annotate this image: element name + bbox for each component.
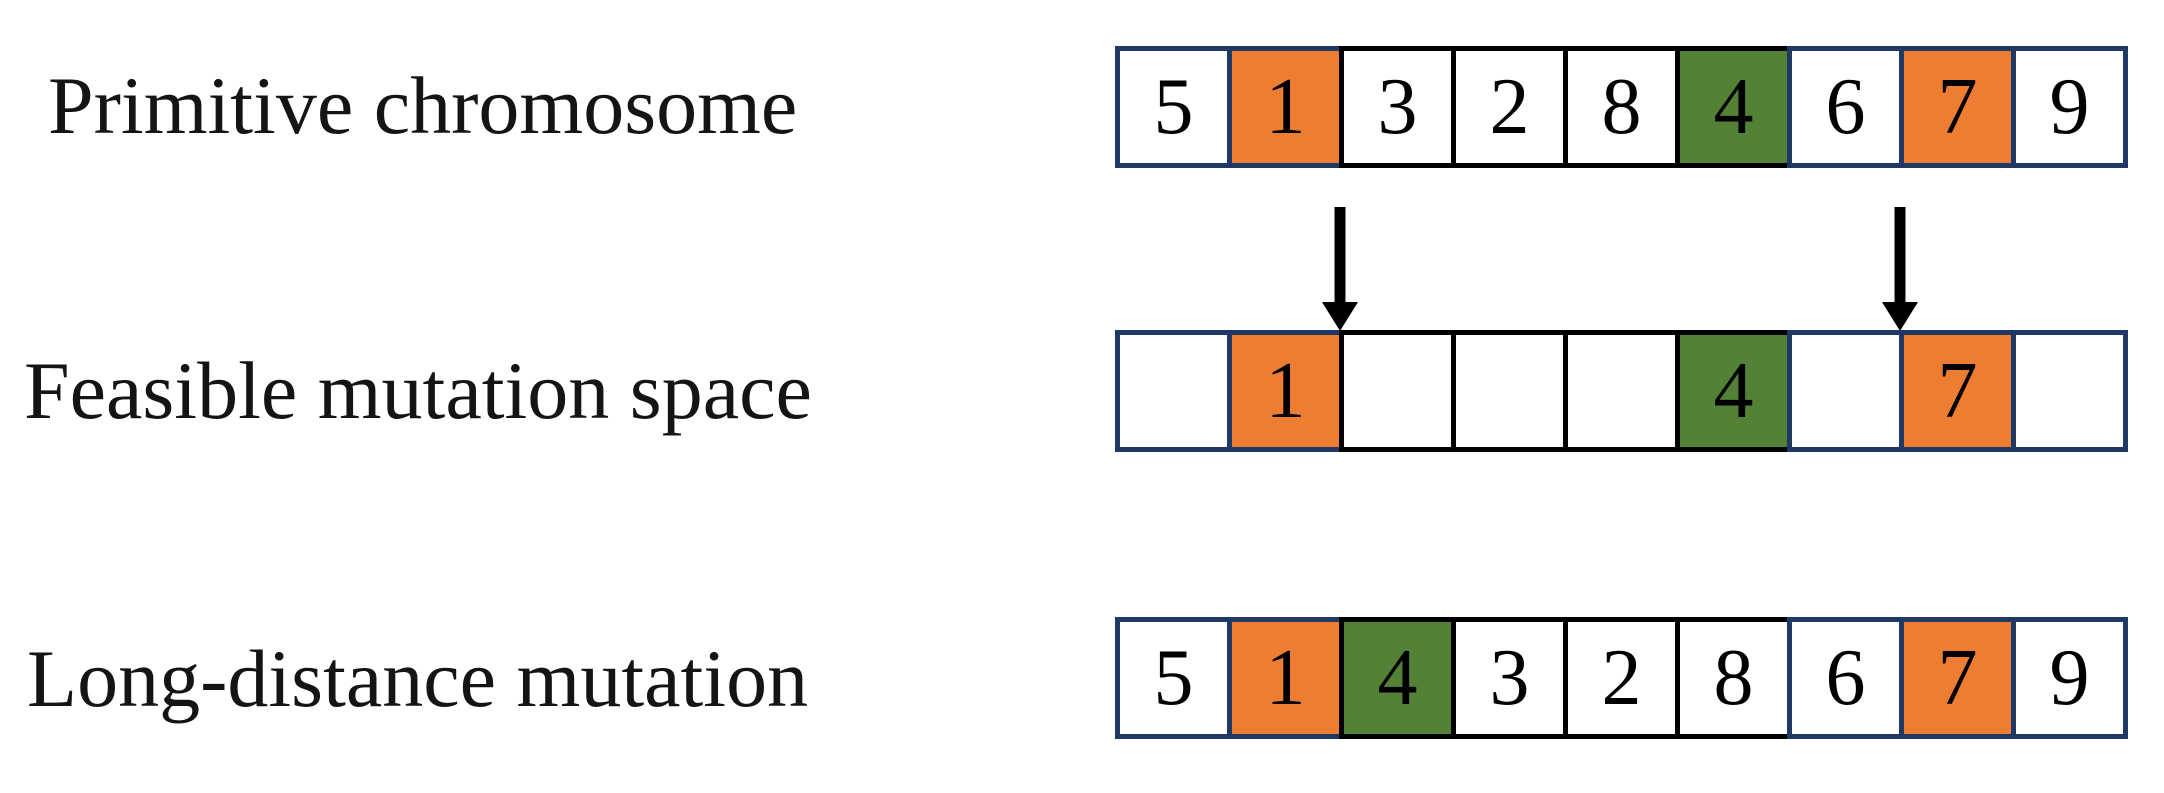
gene-cell: 6: [1787, 46, 1904, 168]
primitive-chromosome-row: 5 1 3 2 8 4 6 7 9: [1115, 46, 2128, 168]
gene-cell: 4: [1339, 617, 1456, 739]
gene-cell: [1451, 330, 1568, 452]
gene-cell: 7: [1899, 330, 2016, 452]
long-distance-mutation-row: 5 1 4 3 2 8 6 7 9: [1115, 617, 2128, 739]
label-long-distance-mutation: Long-distance mutation: [27, 633, 809, 724]
gene-cell: 1: [1227, 617, 1344, 739]
gene-cell: 7: [1899, 46, 2016, 168]
gene-cell: 9: [2011, 46, 2128, 168]
gene-cell: 4: [1675, 330, 1792, 452]
gene-cell: 8: [1675, 617, 1792, 739]
gene-cell: 9: [2011, 617, 2128, 739]
gene-cell: 2: [1451, 46, 1568, 168]
gene-cell: [1339, 330, 1456, 452]
gene-cell: [1787, 330, 1904, 452]
gene-cell: 8: [1563, 46, 1680, 168]
gene-cell: 5: [1115, 617, 1232, 739]
gene-cell: 3: [1451, 617, 1568, 739]
label-primitive-chromosome: Primitive chromosome: [48, 60, 798, 151]
down-arrow-icon: [1322, 207, 1358, 331]
down-arrow-icon: [1882, 207, 1918, 331]
gene-cell: [2011, 330, 2128, 452]
gene-cell: [1563, 330, 1680, 452]
feasible-mutation-space-row: 1 4 7: [1115, 330, 2128, 452]
gene-cell: 4: [1675, 46, 1792, 168]
gene-cell: 6: [1787, 617, 1904, 739]
gene-cell: 2: [1563, 617, 1680, 739]
gene-cell: 3: [1339, 46, 1456, 168]
gene-cell: 1: [1227, 330, 1344, 452]
gene-cell: 7: [1899, 617, 2016, 739]
gene-cell: [1115, 330, 1232, 452]
gene-cell: 5: [1115, 46, 1232, 168]
gene-cell: 1: [1227, 46, 1344, 168]
label-feasible-mutation-space: Feasible mutation space: [24, 345, 812, 436]
